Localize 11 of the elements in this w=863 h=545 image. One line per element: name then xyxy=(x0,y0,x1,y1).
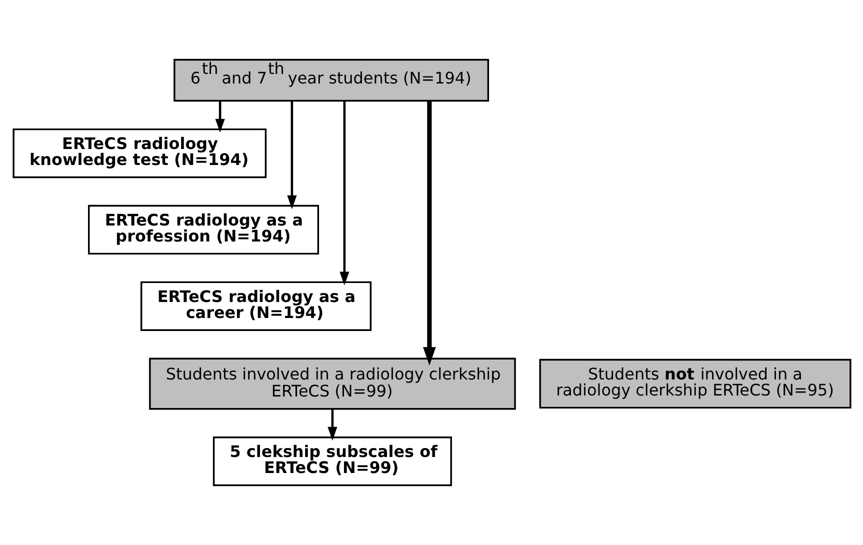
arrow xyxy=(214,100,224,133)
node-box: Students involved in a radiology clerkship ERTeCS (N=99) xyxy=(148,358,516,410)
node-box: ERTeCS radiology as a career (N=194) xyxy=(140,281,372,331)
arrow xyxy=(286,101,296,210)
node-box: ERTeCS radiology as a profession (N=194) xyxy=(88,204,319,255)
node-box: ERTeCS radiology knowledge test (N=194) xyxy=(12,128,266,178)
arrow xyxy=(339,101,349,286)
node-box: Students not involved in a radiology clerkship ERTeCS (N=95) xyxy=(538,358,851,409)
node-box: 5 clekship subscales of ERTeCS (N=99) xyxy=(212,436,452,486)
arrow xyxy=(327,409,337,441)
arrow xyxy=(422,101,436,366)
